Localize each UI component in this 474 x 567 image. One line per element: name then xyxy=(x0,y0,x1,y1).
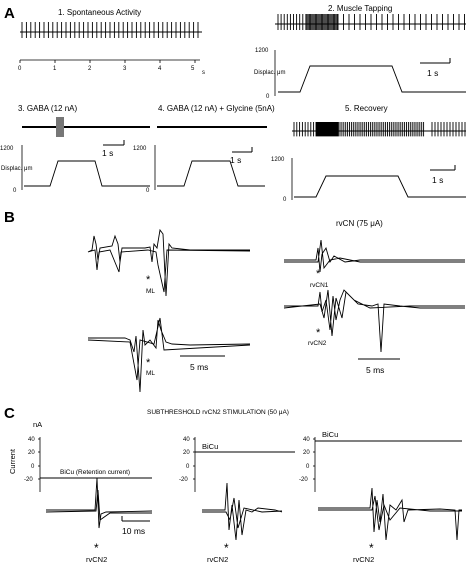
c3-label: BiCu xyxy=(322,430,338,439)
c3-star: * xyxy=(369,541,374,555)
a1-tick-1: 1 xyxy=(53,66,57,72)
c2-ytick-20: 20 xyxy=(183,450,190,456)
b-rvcn-title: rvCN (75 μA) xyxy=(336,219,383,228)
panel-label-c: C xyxy=(4,405,15,422)
b-rvcn2-trace xyxy=(283,289,465,353)
c3-ytick-40: 40 xyxy=(303,437,310,443)
panel-b-right: rvCN (75 μA) * rvCN1 * rvCN2 5 ms xyxy=(283,219,465,375)
a4-ytick-top: 1200 xyxy=(133,146,147,152)
a2-ytick-bottom: 0 xyxy=(266,94,270,100)
c1-label: BiCu (Retention current) xyxy=(60,469,130,476)
a2-scale-label: 1 s xyxy=(427,68,438,78)
c3-rvcn2-label: rvCN2 xyxy=(353,555,374,564)
a3-burst xyxy=(56,117,64,137)
a2-displacement-trace xyxy=(278,65,466,93)
a5-title: 5. Recovery xyxy=(345,104,388,113)
c2-rvcn2-trace xyxy=(202,482,283,541)
b-ml-trace-top xyxy=(87,228,251,297)
c1-star: * xyxy=(94,541,99,555)
c1-ytick-20: 20 xyxy=(28,450,35,456)
panel-a5-recovery: 5. Recovery 1200 0 1 s xyxy=(271,104,466,203)
a1-tick-marks xyxy=(19,60,196,63)
c3-ytick-neg20: -20 xyxy=(299,477,308,483)
a1-unit: s xyxy=(202,70,205,76)
a1-tick-4: 4 xyxy=(158,66,162,72)
panel-a1-spontaneous: 1. Spontaneous Activity 0 1 2 3 4 5 s xyxy=(18,8,205,76)
a3-scale-label: 1 s xyxy=(102,148,113,158)
c3-rvcn2-trace xyxy=(318,487,462,541)
a3-ytick-bottom: 0 xyxy=(13,188,17,194)
b-ml-label-bottom: ML xyxy=(146,370,155,377)
a2-ytick-top: 1200 xyxy=(255,48,269,54)
a5-scale-label: 1 s xyxy=(432,175,443,185)
a2-spike-train xyxy=(275,14,466,30)
b-scale-label-left: 5 ms xyxy=(190,362,208,372)
c1-ytick-40: 40 xyxy=(28,437,35,443)
panel-a2-muscle-tapping: 2. Muscle Tapping 1200 0 Displac. μm 1 s xyxy=(254,4,466,100)
a3-displacement-trace xyxy=(24,160,150,187)
c2-label: BiCu xyxy=(202,442,218,451)
a1-spike-train xyxy=(20,22,202,38)
c-title: SUBTHRESHOLD rvCN2 STIMULATION (50 μA) xyxy=(147,409,289,416)
c1-rvcn2-label: rvCN2 xyxy=(86,555,107,564)
a4-scale-label: 1 s xyxy=(230,155,241,165)
a1-tick-5: 5 xyxy=(191,66,195,72)
panel-a4-gaba-glycine: 4. GABA (12 nA) + Glycine (5nA) 1200 0 1… xyxy=(133,104,275,194)
a4-title: 4. GABA (12 nA) + Glycine (5nA) xyxy=(158,104,275,113)
a1-tick-2: 2 xyxy=(88,66,92,72)
a3-ytick-top: 1200 xyxy=(0,146,14,152)
panel-label-a: A xyxy=(4,5,15,22)
c-unit: nA xyxy=(33,420,42,429)
c1-rvcn2-trace xyxy=(45,477,153,529)
b-star-rvcn1: * xyxy=(316,268,321,280)
a3-ylabel: Displac. μm xyxy=(1,166,32,172)
b-rvcn1-trace xyxy=(284,239,465,273)
a1-tick-lines xyxy=(19,60,196,63)
c2-rvcn2-label: rvCN2 xyxy=(207,555,228,564)
b-star-ml2: * xyxy=(146,357,151,369)
a5-displacement-trace xyxy=(294,175,466,198)
a4-ytick-bottom: 0 xyxy=(146,188,150,194)
c2-ytick-40: 40 xyxy=(183,437,190,443)
c-scale-label: 10 ms xyxy=(122,526,145,536)
b-rvcn2-label: rvCN2 xyxy=(308,340,327,347)
a3-title: 3. GABA (12 nA) xyxy=(18,104,77,113)
a5-ytick-top: 1200 xyxy=(271,157,285,163)
b-scale-label-right: 5 ms xyxy=(366,365,384,375)
c3-ytick-20: 20 xyxy=(303,450,310,456)
a5-spike-train xyxy=(292,122,466,137)
c1-ytick-neg20: -20 xyxy=(24,477,33,483)
c2-ytick-0: 0 xyxy=(186,464,190,470)
panel-c1: 40 20 0 -20 BiCu (Retention current) 10 … xyxy=(24,437,153,564)
panel-b-left: * ML * ML 5 ms xyxy=(87,228,251,393)
panel-c2: 40 20 0 -20 BiCu * rvCN2 xyxy=(179,437,295,564)
panel-c3: 40 20 0 -20 BiCu * rvCN2 xyxy=(299,430,462,564)
a2-ylabel: Displac. μm xyxy=(254,70,285,76)
panel-label-b: B xyxy=(4,209,15,226)
a2-title: 2. Muscle Tapping xyxy=(328,4,392,13)
a5-ytick-bottom: 0 xyxy=(283,197,287,203)
a4-displacement-trace xyxy=(157,160,265,187)
b-rvcn1-label: rvCN1 xyxy=(310,282,329,289)
b-star-rvcn2: * xyxy=(316,327,321,339)
b-star-ml1: * xyxy=(146,274,151,286)
c2-star: * xyxy=(224,541,229,555)
c1-ytick-0: 0 xyxy=(31,464,35,470)
a1-tick-0: 0 xyxy=(18,66,22,72)
c2-ytick-neg20: -20 xyxy=(179,477,188,483)
b-ml-label-top: ML xyxy=(146,288,155,295)
c3-ytick-0: 0 xyxy=(306,464,310,470)
c-ylabel: Current xyxy=(8,448,17,474)
b-ml-trace-bottom xyxy=(87,317,251,393)
a1-tick-3: 3 xyxy=(123,66,127,72)
panel-a3-gaba: 3. GABA (12 nA) 1200 0 Displac. μm 1 s xyxy=(0,104,150,194)
a1-title: 1. Spontaneous Activity xyxy=(58,8,141,17)
